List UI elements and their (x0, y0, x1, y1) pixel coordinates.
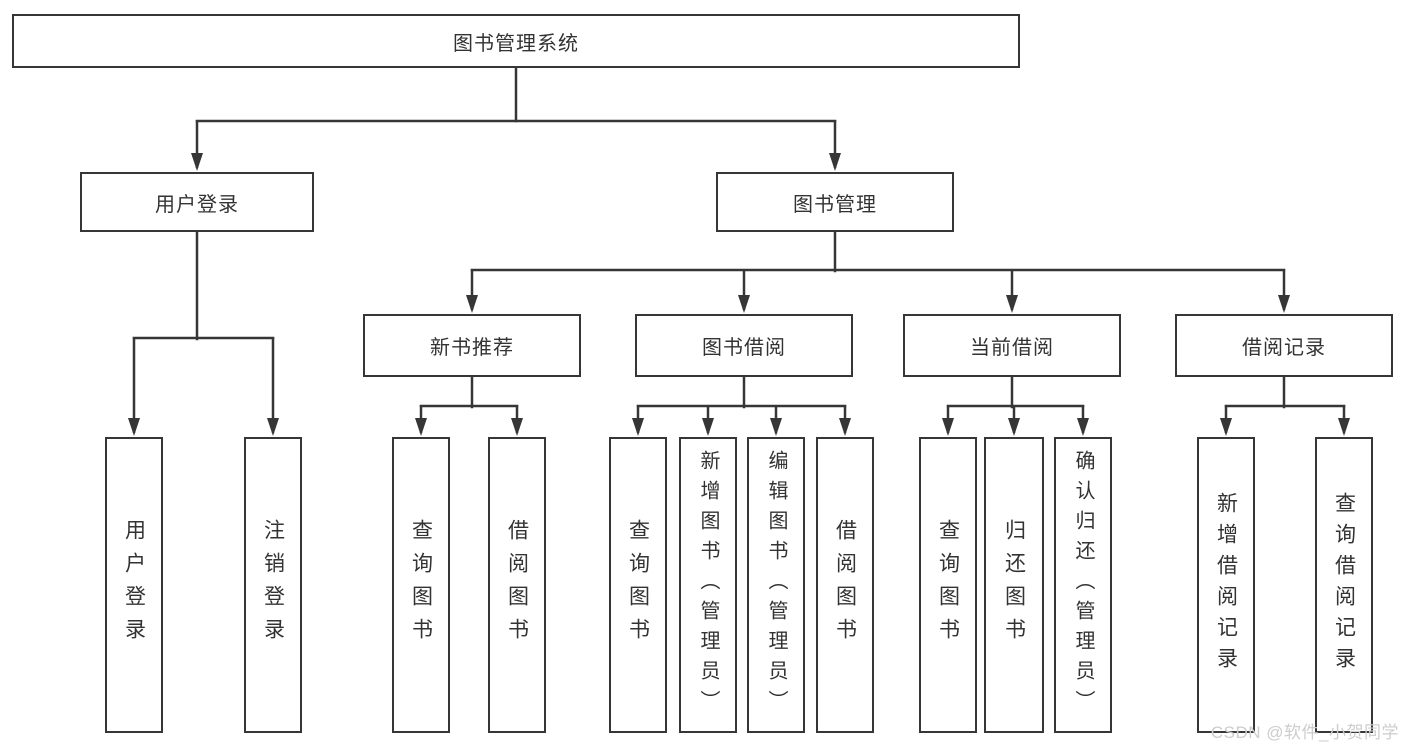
node-book-mgmt-branch: 图书管理 (716, 172, 954, 232)
node-label: 新书推荐 (430, 337, 514, 359)
edges-root-to-level1 (191, 65, 841, 171)
node-root-system: 图书管理系统 (12, 14, 1020, 68)
node-label: 归还图书 (1002, 519, 1026, 651)
node-leaf-bb-query-books: 查询图书 (609, 437, 667, 733)
node-user-login-branch: 用户登录 (80, 172, 314, 232)
node-leaf-nb-query-books: 查询图书 (392, 437, 450, 733)
edges-record-subtree (1220, 375, 1350, 436)
edges-borrow-subtree (632, 375, 851, 436)
node-leaf-cb-query-books: 查询图书 (919, 437, 977, 733)
node-leaf-br-query-record: 查询借阅记录 (1315, 437, 1373, 733)
node-label: 用户登录 (122, 519, 146, 651)
node-label: 查询图书 (936, 519, 960, 651)
node-current-branch: 当前借阅 (903, 314, 1121, 377)
node-leaf-cb-return-books: 归还图书 (984, 437, 1044, 733)
node-label: 查询图书 (626, 519, 650, 651)
node-leaf-br-add-record: 新增借阅记录 (1197, 437, 1255, 733)
node-leaf-bb-edit-books-admin: 编辑图书（管理员） (747, 437, 805, 733)
edges-book-mgmt-to-level2 (466, 230, 1290, 313)
node-leaf-cb-confirm-return-admin: 确认归还（管理员） (1054, 437, 1112, 733)
node-record-branch: 借阅记录 (1175, 314, 1393, 377)
node-leaf-bb-borrow-books: 借阅图书 (816, 437, 874, 733)
node-leaf-bb-add-books-admin: 新增图书（管理员） (679, 437, 737, 733)
node-borrow-branch: 图书借阅 (635, 314, 853, 377)
node-label: 借阅图书 (505, 519, 529, 651)
edges-current-subtree (942, 375, 1089, 436)
node-new-book-branch: 新书推荐 (363, 314, 581, 377)
node-label: 当前借阅 (970, 337, 1054, 359)
node-label: 确认归还（管理员） (1072, 450, 1094, 720)
node-label: 图书借阅 (702, 337, 786, 359)
edges-new-book-subtree (415, 375, 523, 436)
node-label: 图书管理 (793, 193, 877, 216)
node-label: 编辑图书（管理员） (765, 450, 787, 720)
node-label: 借阅图书 (833, 519, 857, 651)
node-label: 查询图书 (409, 519, 433, 651)
node-leaf-nb-borrow-books: 借阅图书 (488, 437, 546, 733)
edges-user-login-subtree (128, 230, 279, 436)
node-label: 图书管理系统 (453, 32, 579, 55)
node-label: 查询借阅记录 (1332, 492, 1356, 678)
node-label: 新增图书（管理员） (697, 450, 719, 720)
node-leaf-logout: 注销登录 (244, 437, 302, 733)
node-label: 注销登录 (261, 519, 285, 651)
node-label: 新增借阅记录 (1214, 492, 1238, 678)
node-label: 借阅记录 (1242, 337, 1326, 359)
node-label: 用户登录 (155, 193, 239, 216)
node-leaf-user-login: 用户登录 (105, 437, 163, 733)
